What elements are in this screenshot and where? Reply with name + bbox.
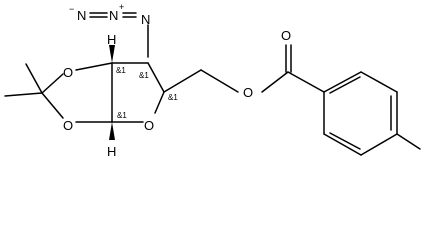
stereo-label-c3: &1 — [139, 71, 149, 80]
atom-label-ring-o: O — [144, 118, 154, 133]
bonds — [4, 12, 421, 156]
stereo-labels: &1 &1 &1 &1 — [116, 66, 178, 120]
structure-drawing: N − N + N H H O O O O O &1 &1 &1 &1 — [4, 2, 421, 159]
wedge-bond-h-top — [109, 45, 115, 63]
bond-carbonyl-c-ring — [287, 71, 325, 93]
stereo-label-c2: &1 — [116, 66, 126, 75]
bond-aryl-methyl — [396, 133, 421, 150]
atom-label-h-top: H — [107, 32, 116, 47]
charge-plus: + — [119, 2, 124, 12]
bond-methyl-2 — [25, 63, 43, 94]
bond-ester-o-carbonyl-c — [261, 71, 289, 93]
bond-o-top-cme2 — [41, 73, 64, 94]
bond-c4-c5 — [163, 69, 202, 93]
atom-label-dioxolane-o-bottom: O — [63, 118, 73, 133]
atom-label-azide-n-bound: N — [141, 12, 150, 27]
wedge-bond-h-bottom — [109, 122, 115, 140]
bond-ar-2 — [360, 71, 398, 93]
charge-minus: − — [69, 4, 74, 14]
bond-ar-4 — [360, 133, 398, 156]
atom-label-ester-o: O — [243, 85, 253, 100]
bond-ar-1 — [323, 71, 362, 93]
atom-label-azide-n-terminal: N — [77, 8, 86, 23]
stereo-label-c4: &1 — [168, 93, 178, 102]
atom-label-carbonyl-o: O — [281, 28, 291, 43]
bond-methyl-1 — [4, 92, 43, 97]
bond-c2-o-top — [75, 62, 113, 71]
atom-label-azide-n-middle: N — [109, 8, 118, 23]
bond-c3-c4 — [147, 62, 165, 93]
atom-label-h-bottom: H — [107, 144, 116, 159]
stereo-label-c1: &1 — [117, 111, 127, 120]
bond-c4-ring-o — [154, 91, 165, 114]
bond-ar-1-inner — [329, 76, 361, 94]
atom-labels: N − N + N H H O O O O O — [63, 2, 291, 159]
bond-cme2-o-bottom — [41, 92, 64, 119]
atom-label-dioxolane-o-top: O — [63, 65, 73, 80]
chemical-structure: N − N + N H H O O O O O &1 &1 &1 &1 — [4, 2, 421, 159]
bond-c5-ester-o — [200, 69, 239, 93]
bond-ar-5 — [323, 133, 362, 156]
bond-ar-5-inner — [329, 132, 361, 150]
